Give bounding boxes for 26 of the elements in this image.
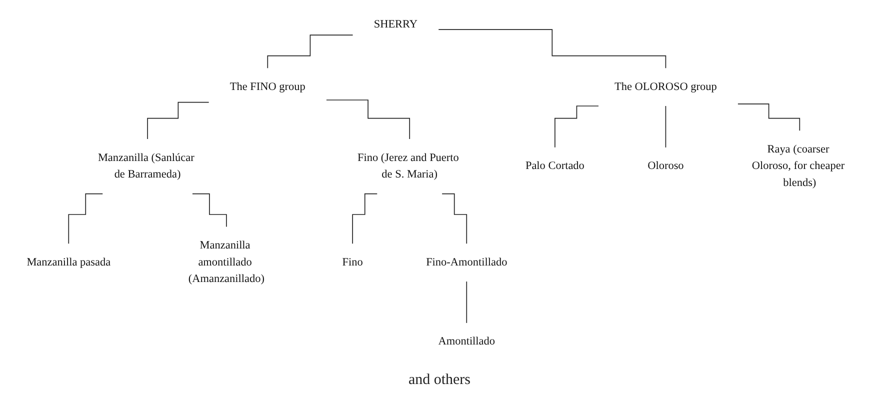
node-text: Palo Cortado	[525, 160, 584, 172]
node-text: Fino	[342, 256, 363, 268]
connector	[267, 34, 354, 69]
node-text: The OLOROSO group	[614, 80, 717, 93]
node-text: Manzanilla pasada	[26, 256, 111, 268]
connector	[438, 29, 666, 69]
note-text: and others	[408, 372, 471, 388]
connector	[665, 106, 666, 148]
node-text: SHERRY	[374, 18, 418, 30]
node-text: Oloroso	[648, 160, 684, 172]
connector	[352, 193, 378, 244]
connector	[68, 193, 104, 244]
node-text: Fino-Amontillado	[426, 256, 508, 268]
connector	[442, 193, 468, 244]
connector	[147, 102, 210, 140]
node-text: Fino (Jerez and Puerto de S. Maria)	[358, 152, 459, 180]
connector	[192, 193, 227, 228]
node-text: The FINO group	[230, 80, 306, 93]
connector	[738, 103, 800, 131]
connector	[466, 281, 468, 324]
node-text: Amontillado	[438, 336, 496, 348]
connector	[554, 106, 599, 148]
node-text: Manzanilla amontillado (Amanzanillado)	[188, 239, 264, 286]
node-text: Manzanilla (Sanlúcar de Barrameda)	[98, 152, 194, 180]
node-text: Raya (coarser Oloroso, for cheaper blends)	[752, 143, 845, 189]
connector	[326, 100, 410, 140]
